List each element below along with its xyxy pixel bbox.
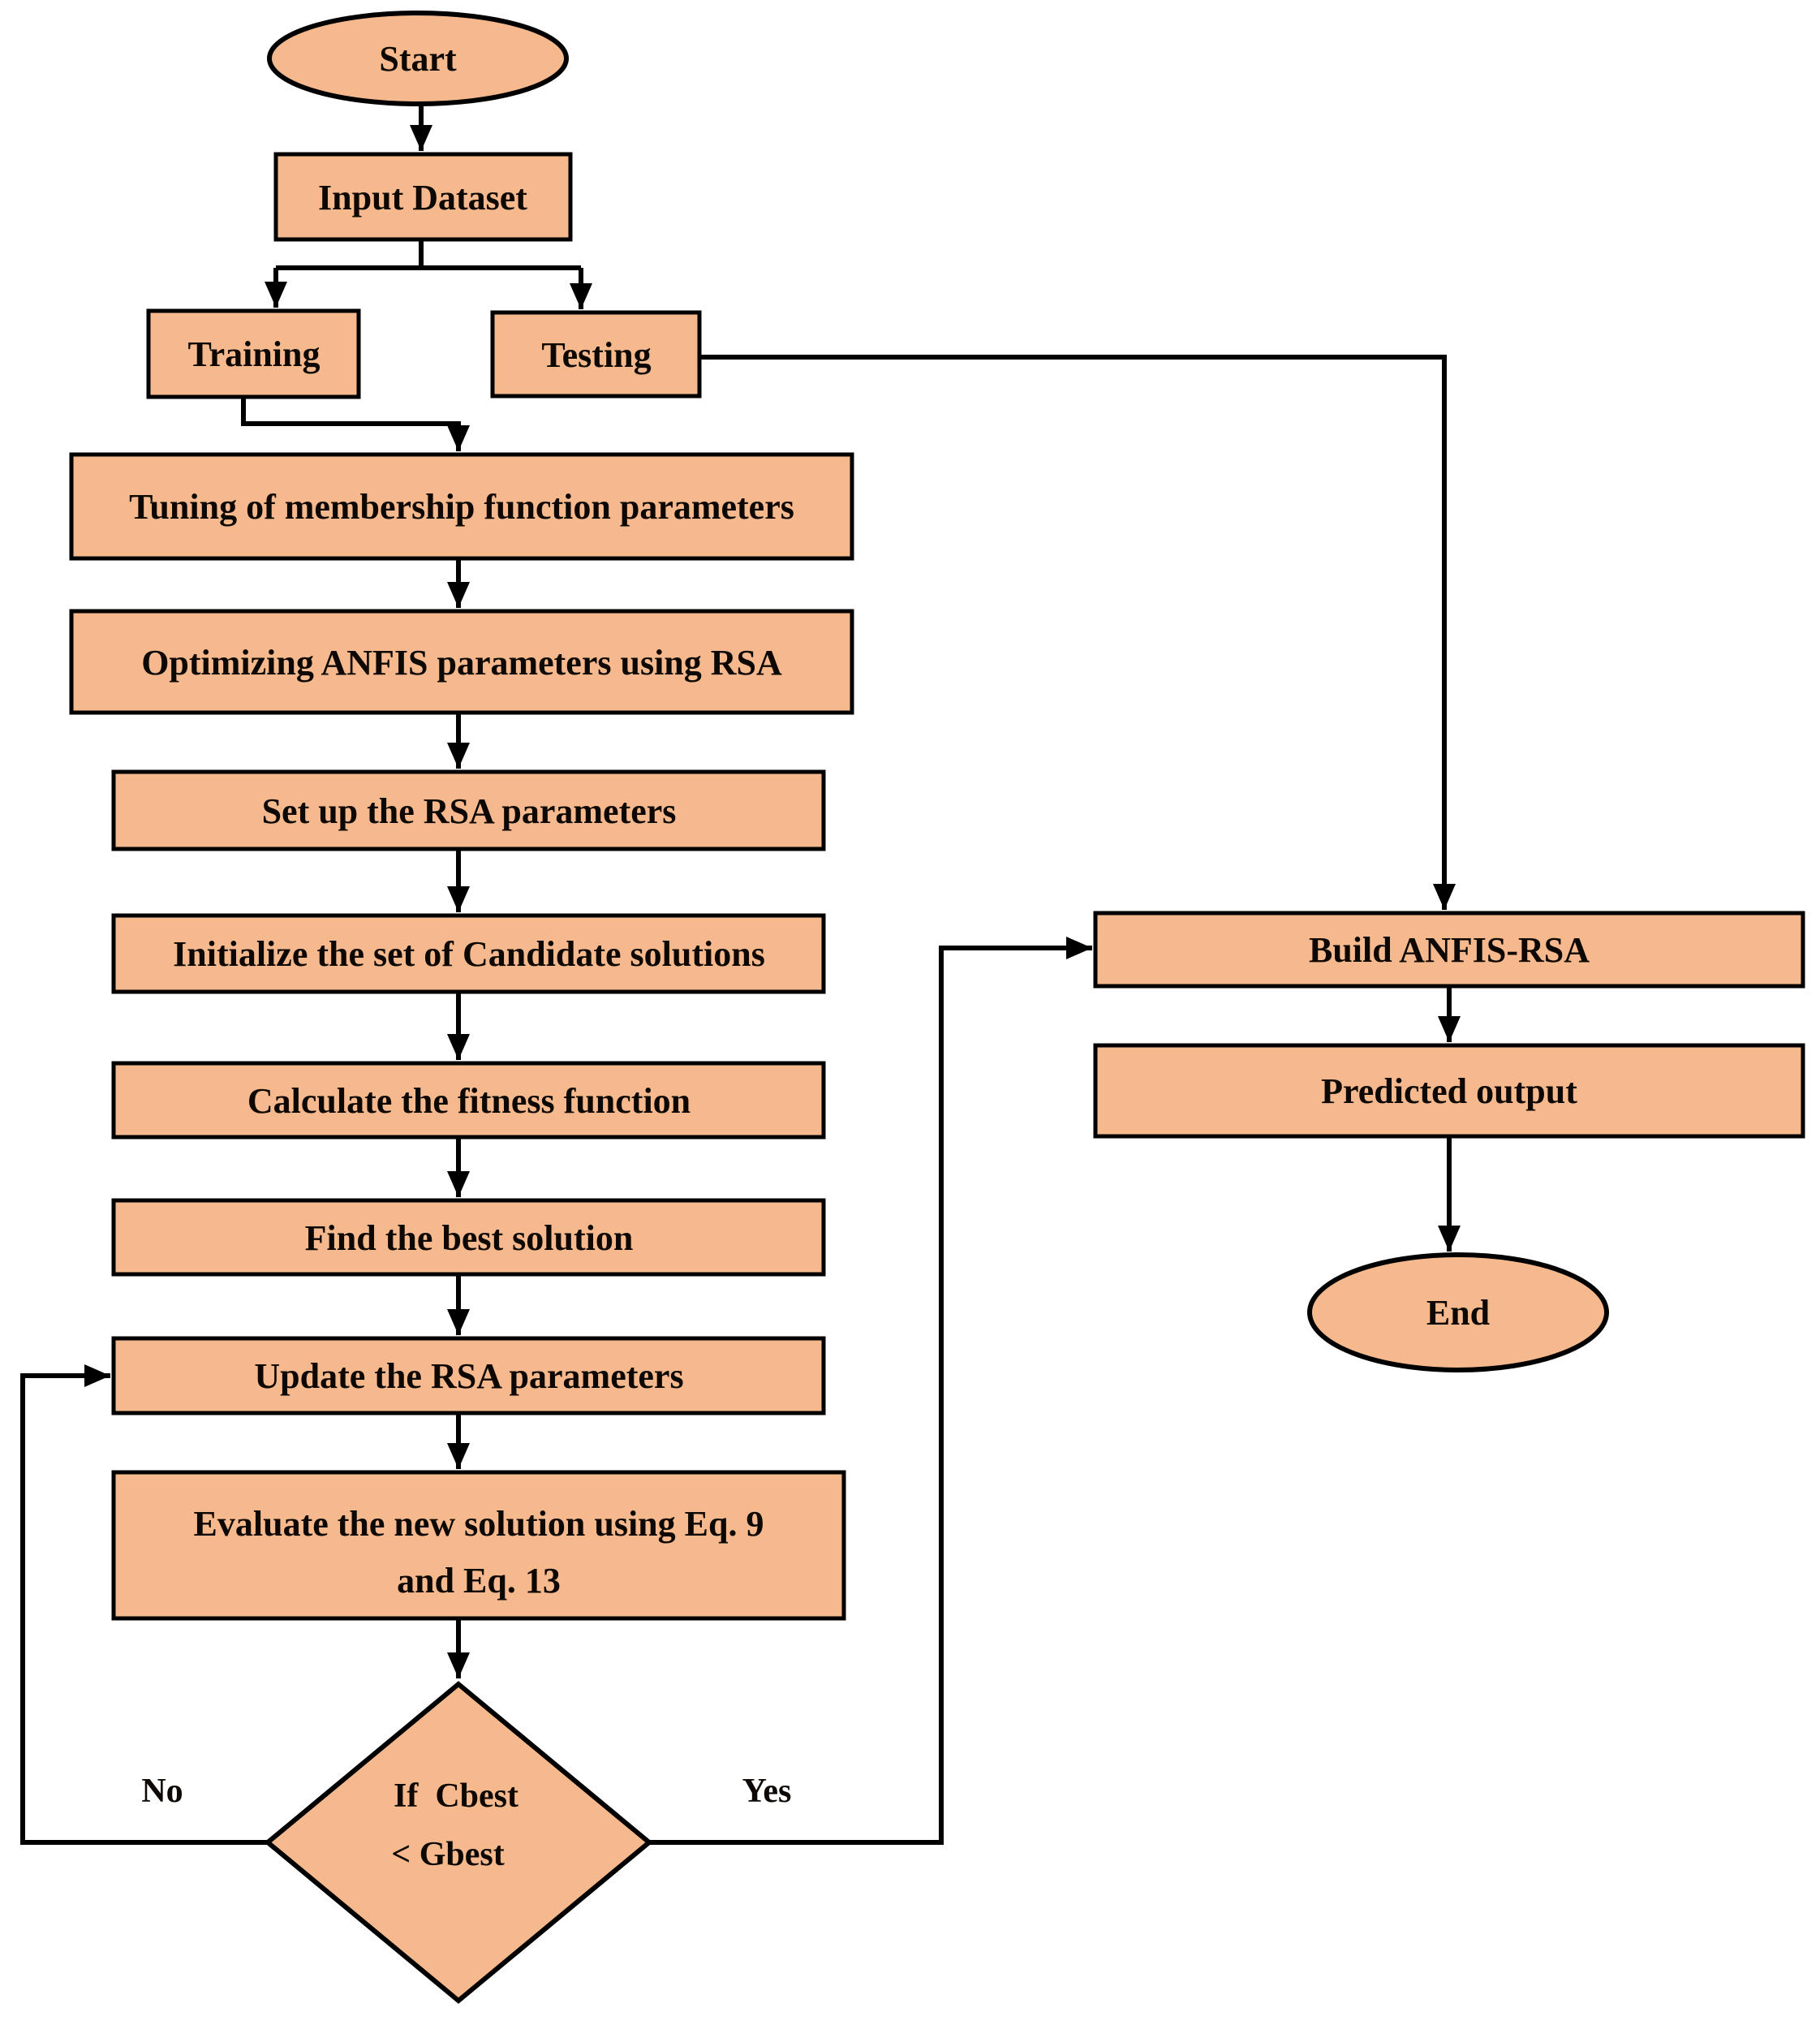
node-initialize <box>111 913 826 994</box>
node-build-label: Build ANFIS-RSA <box>1309 930 1590 970</box>
edge-yes-to-build <box>649 937 1092 1845</box>
node-evaluate <box>111 1470 846 1621</box>
node-fitness-label: Calculate the fitness function <box>247 1081 691 1121</box>
node-optimizing <box>69 609 854 715</box>
node-decision-label-line1: If Cbest <box>394 1777 518 1815</box>
edge-label-yes: Yes <box>742 1773 792 1810</box>
node-evaluate-label-line1: Evaluate the new solution using Eq. 9 <box>194 1504 764 1544</box>
node-fitness <box>111 1061 826 1140</box>
node-predicted-label: Predicted output <box>1321 1071 1577 1111</box>
edge-testing-to-build <box>699 355 1456 910</box>
node-decision-label-line2: < Gbest <box>391 1836 504 1873</box>
node-best-solution-label: Find the best solution <box>305 1218 634 1258</box>
node-tuning <box>69 452 854 561</box>
node-setup-label: Set up the RSA parameters <box>262 791 677 831</box>
node-best-solution <box>111 1198 826 1277</box>
node-update <box>111 1336 826 1415</box>
node-input-dataset <box>273 152 573 242</box>
node-tuning-label: Tuning of membership function parameters <box>129 487 794 527</box>
node-training <box>146 308 361 399</box>
node-initialize-label: Initialize the set of Candidate solution… <box>173 934 765 974</box>
edge-label-no: No <box>141 1773 183 1810</box>
node-build <box>1093 911 1805 989</box>
node-training-label: Training <box>187 334 320 374</box>
node-setup <box>111 769 826 851</box>
node-predicted <box>1093 1043 1805 1139</box>
node-decision <box>264 1681 653 2004</box>
node-input-dataset-label: Input Dataset <box>318 178 527 218</box>
edge-training-to-tuning <box>241 397 470 451</box>
node-testing-label: Testing <box>541 335 651 375</box>
node-evaluate-label-line2: and Eq. 13 <box>397 1561 561 1601</box>
node-optimizing-label: Optimizing ANFIS parameters using RSA <box>141 643 782 683</box>
edge-no-loop <box>20 1364 268 1845</box>
node-testing <box>490 310 702 399</box>
node-start-label: Start <box>379 39 457 79</box>
node-end <box>1307 1252 1609 1372</box>
node-start <box>267 11 569 106</box>
node-end-label: End <box>1426 1293 1490 1333</box>
node-update-label: Update the RSA parameters <box>254 1356 683 1396</box>
